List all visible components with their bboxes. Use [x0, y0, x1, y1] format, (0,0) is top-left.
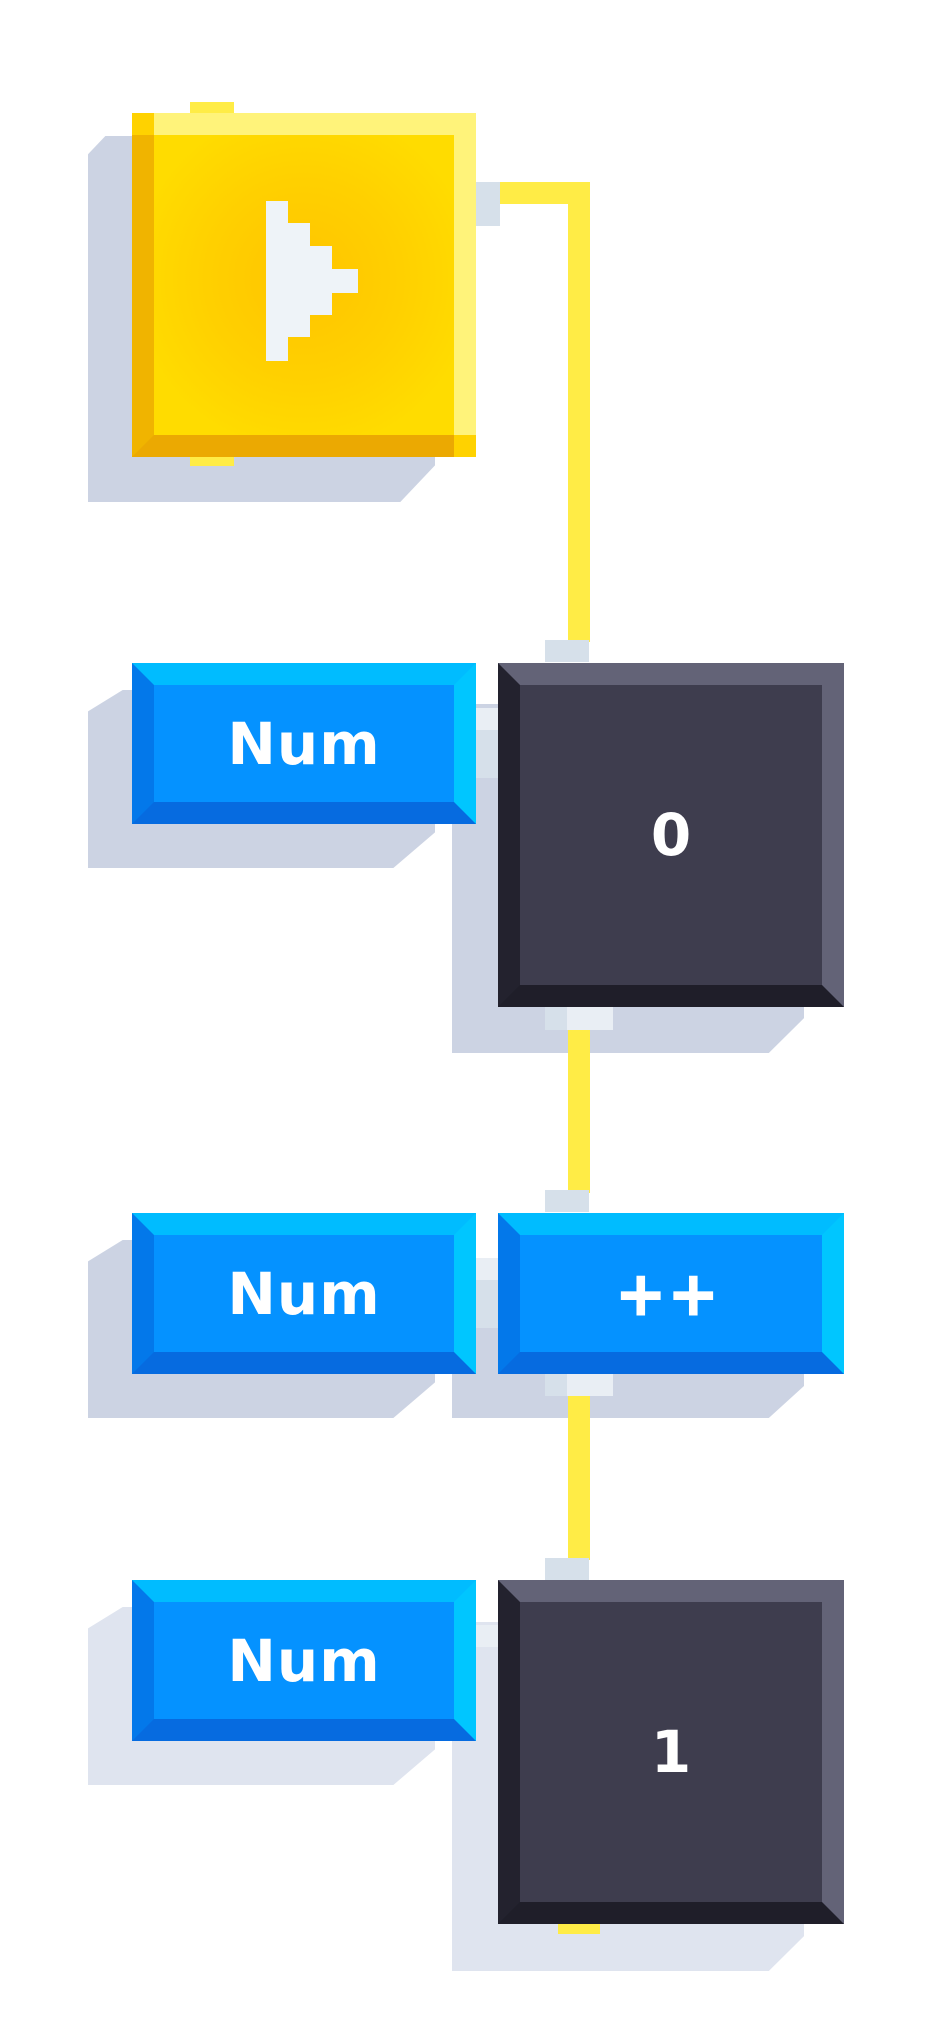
num-type-block-1[interactable]: Num — [132, 663, 476, 824]
wire-start-v — [568, 182, 590, 642]
num-type-label: Num — [227, 709, 381, 778]
wire-start-h — [500, 182, 590, 204]
play-icon — [266, 201, 358, 361]
value-0-output-port-right — [567, 1006, 613, 1030]
num-type-block-2[interactable]: Num — [132, 1213, 476, 1374]
value-label: 0 — [650, 801, 692, 869]
start-bottom-tab — [190, 454, 234, 466]
num-type-label: Num — [227, 1259, 381, 1328]
value-block-1[interactable]: 1 — [498, 1580, 844, 1924]
increment-operator-block[interactable]: ++ — [498, 1213, 844, 1374]
op-output-port — [545, 1372, 567, 1396]
wire-row1-row2 — [568, 1028, 590, 1193]
start-top-tab — [190, 102, 234, 114]
start-block-corner-top-left — [132, 113, 154, 135]
start-block[interactable] — [132, 113, 476, 457]
operator-label: ++ — [618, 1250, 724, 1337]
num-1-output-port — [476, 708, 500, 730]
op-output-port-right — [567, 1372, 613, 1396]
num-1-output-port-lower — [476, 730, 500, 778]
start-output-port — [476, 182, 500, 226]
value-0-input-port — [545, 640, 589, 662]
value-label: 1 — [650, 1718, 692, 1786]
num-type-block-3[interactable]: Num — [132, 1580, 476, 1741]
num-2-output-port-lower — [476, 1280, 500, 1328]
wire-row2-row3 — [568, 1395, 590, 1560]
value-1-input-port — [545, 1558, 589, 1580]
value-0-output-port — [545, 1006, 567, 1030]
num-2-output-port — [476, 1258, 500, 1280]
num-3-output-port — [476, 1625, 500, 1647]
num-type-label: Num — [227, 1626, 381, 1695]
value-block-0[interactable]: 0 — [498, 663, 844, 1007]
start-block-corner-bottom-right — [454, 435, 476, 457]
op-input-port — [545, 1190, 589, 1212]
wire-end-stub — [558, 1922, 600, 1934]
